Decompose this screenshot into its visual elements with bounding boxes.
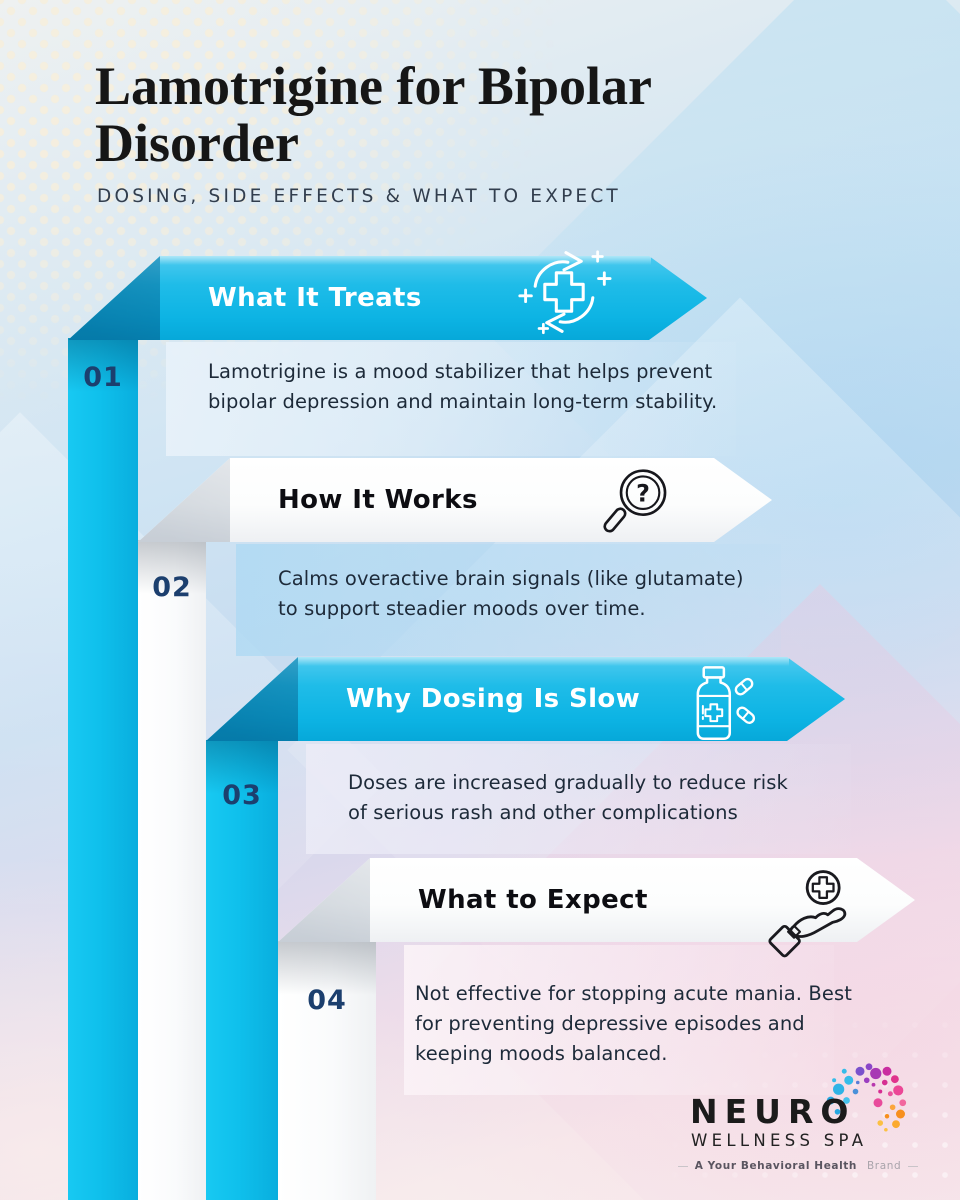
description-panel xyxy=(404,945,834,1095)
banner-heading: What It Treats xyxy=(208,283,422,313)
step-bar-3: 03 xyxy=(206,740,278,1200)
step-description-3: Doses are increased gradually to reduce … xyxy=(348,768,788,828)
brain-dots-icon xyxy=(824,1060,914,1140)
banner-heading: What to Expect xyxy=(418,885,648,915)
cross-refresh-icon xyxy=(516,244,612,340)
step-number: 01 xyxy=(83,362,123,393)
tagline-light: Brand xyxy=(867,1160,902,1172)
step-bar-1: 01 xyxy=(68,338,138,1200)
description-line: Lamotrigine is a mood stabilizer that he… xyxy=(208,360,713,383)
logo-tagline: A Your Behavioral Health Brand xyxy=(678,1160,918,1172)
page-title-line: Lamotrigine for Bipolar xyxy=(95,56,652,116)
description-line: Calms overactive brain signals (like glu… xyxy=(278,567,744,590)
step-number: 02 xyxy=(152,572,192,603)
step-description-4: Not effective for stopping acute mania. … xyxy=(415,979,852,1069)
description-line: to support steadier moods over time. xyxy=(278,597,646,621)
tagline-dash xyxy=(678,1165,688,1167)
description-line: of serious rash and other complications xyxy=(348,801,738,825)
step-number: 04 xyxy=(307,985,347,1016)
description-line: Doses are increased gradually to reduce … xyxy=(348,771,788,794)
banner-heading: How It Works xyxy=(278,485,478,515)
banner-why-dosing-is-slow: Why Dosing Is Slow xyxy=(206,657,845,741)
hand-cross-icon xyxy=(763,862,857,962)
description-line: Not effective for stopping acute mania. … xyxy=(415,982,852,1005)
tagline-dash xyxy=(908,1165,918,1167)
svg-text:?: ? xyxy=(636,479,650,507)
tagline-bold: A Your Behavioral Health xyxy=(694,1160,857,1172)
banner-what-to-expect: What to Expect xyxy=(278,858,915,942)
banner-what-it-treats: What It Treats xyxy=(68,256,707,340)
description-panel xyxy=(306,744,851,854)
step-number: 03 xyxy=(222,780,262,811)
step-description-1: Lamotrigine is a mood stabilizer that he… xyxy=(208,357,717,417)
banner-how-it-works: How It Works xyxy=(138,458,772,542)
logo-subname: WELLNESS SPA xyxy=(691,1131,868,1150)
pill-bottle-icon xyxy=(676,664,760,748)
page-title: Lamotrigine for Bipolar Disorder xyxy=(95,56,855,174)
banner-heading: Why Dosing Is Slow xyxy=(346,684,641,714)
step-description-2: Calms overactive brain signals (like glu… xyxy=(278,564,744,624)
description-line: for preventing depressive episodes and xyxy=(415,1012,805,1036)
page-title-line: Disorder xyxy=(95,113,299,174)
description-line: bipolar depression and maintain long-ter… xyxy=(208,390,718,414)
description-line: keeping moods balanced. xyxy=(415,1042,668,1066)
logo-name: NEURO xyxy=(690,1092,856,1131)
step-bar-4: 04 xyxy=(278,941,376,1200)
step-bar-2: 02 xyxy=(138,540,206,1200)
description-panel xyxy=(166,342,736,456)
description-panel xyxy=(236,544,781,656)
magnifier-question-icon: ? xyxy=(592,460,680,550)
page-subtitle: DOSING, SIDE EFFECTS & WHAT TO EXPECT xyxy=(97,186,621,207)
